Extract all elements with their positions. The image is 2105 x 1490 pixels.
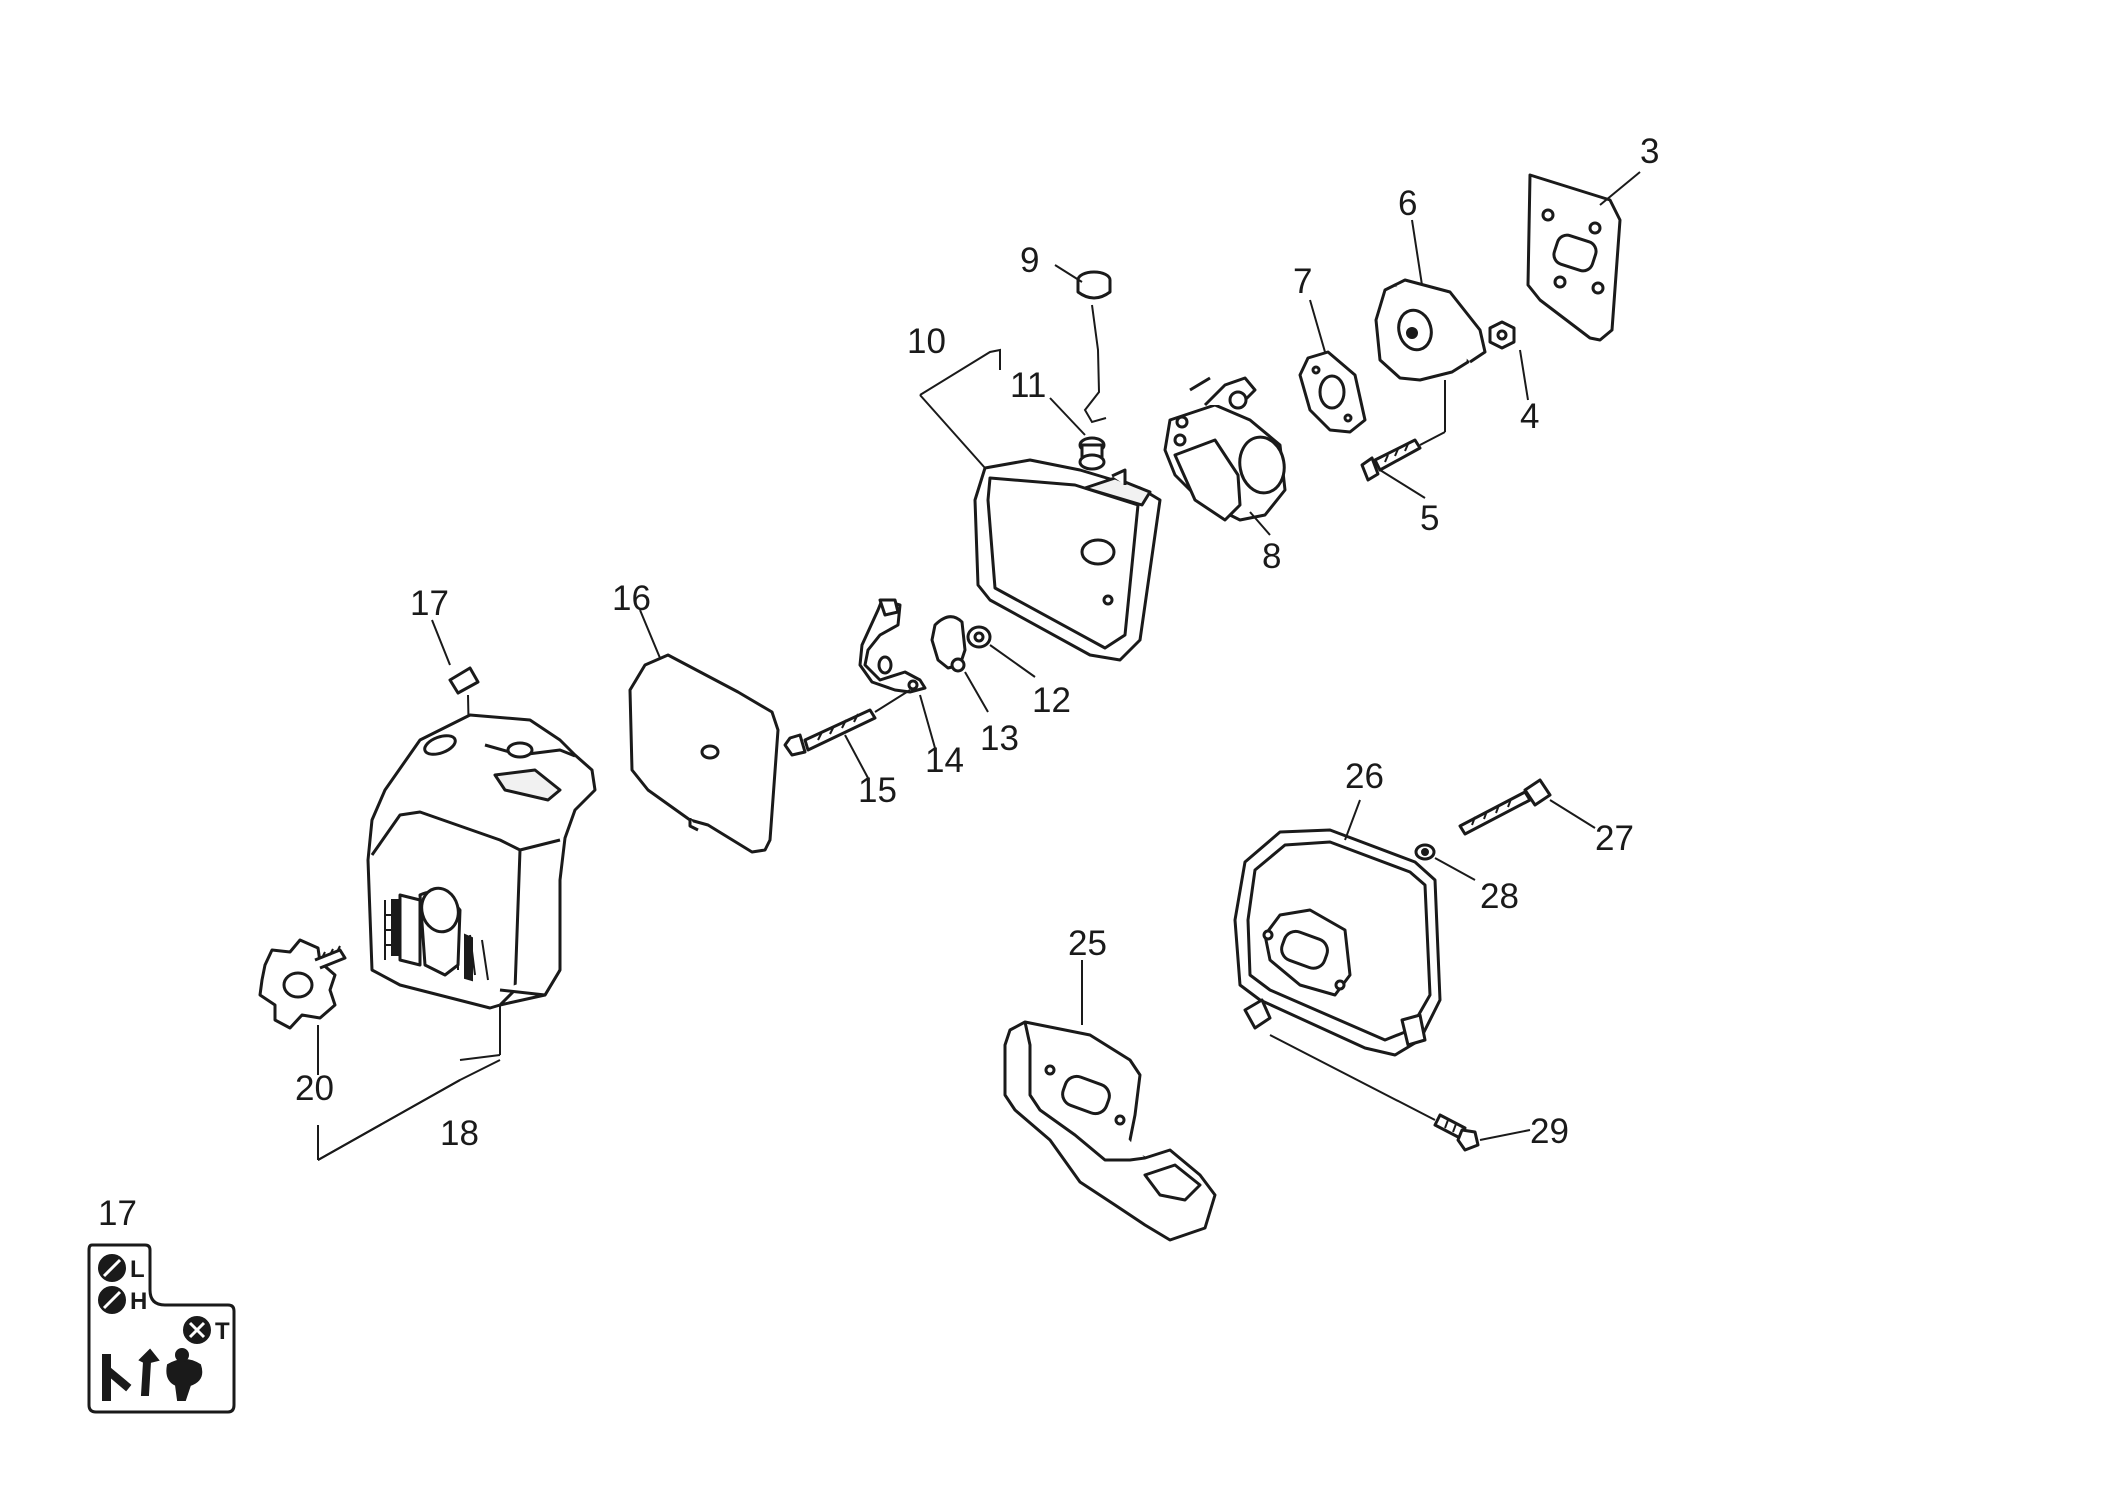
part-25-heat-shield	[1003, 960, 1217, 1242]
part-4-nut	[1488, 320, 1529, 401]
part-15-bolt	[783, 689, 911, 779]
label-20: 20	[295, 1069, 334, 1108]
part-5-bolt	[1360, 380, 1446, 499]
label-8: 8	[1262, 537, 1281, 576]
part-6-insulator	[1374, 219, 1487, 382]
label-17: 17	[410, 584, 449, 623]
part-12-washer	[966, 625, 1036, 678]
label-25: 25	[1068, 924, 1107, 963]
part-10-air-cleaner-case	[919, 348, 1162, 662]
part-8-carburetor	[1163, 376, 1287, 536]
label-28: 28	[1480, 877, 1519, 916]
label-27: 27	[1595, 819, 1634, 858]
label-4: 4	[1520, 397, 1539, 436]
part-16-air-filter	[628, 609, 780, 854]
label-3: 3	[1640, 132, 1659, 171]
part-13-choke-plate	[930, 615, 989, 713]
part-27-bolt	[1458, 778, 1596, 836]
part-29-bolt	[1269, 1034, 1531, 1152]
callout-labels: 3 4 5 6 7 8 9 10 11 12 13 14 15 16 17 18…	[98, 132, 1659, 1345]
decal-letter-l: L	[130, 1256, 145, 1283]
part-11-grommet	[1049, 397, 1106, 471]
decal-letter-h: H	[130, 1288, 147, 1315]
label-26: 26	[1345, 757, 1384, 796]
part-14-bracket	[858, 598, 936, 749]
label-12: 12	[1032, 681, 1071, 720]
decal-letter-t: T	[215, 1318, 230, 1345]
label-11: 11	[1010, 366, 1046, 405]
part-7-gasket	[1298, 299, 1367, 434]
label-6: 6	[1398, 184, 1417, 223]
label-inset-17: 17	[98, 1194, 137, 1233]
label-14: 14	[925, 741, 964, 780]
decal-17-inset	[87, 1243, 236, 1414]
part-18-air-cleaner-cover	[317, 713, 597, 1161]
part-28-washer	[1414, 843, 1476, 881]
part-3-gasket	[1526, 171, 1641, 342]
label-16: 16	[612, 579, 651, 618]
part-26-muffler	[1233, 799, 1442, 1057]
label-9: 9	[1020, 241, 1039, 280]
label-13: 13	[980, 719, 1019, 758]
label-10: 10	[907, 322, 946, 361]
part-9-choke-rod	[1054, 264, 1112, 424]
part-20-knob	[258, 938, 501, 1161]
label-18: 18	[440, 1114, 479, 1153]
label-7: 7	[1293, 262, 1312, 301]
label-29: 29	[1530, 1112, 1569, 1151]
label-15: 15	[858, 771, 897, 810]
choke-throttle-pictogram-icon	[102, 1348, 203, 1401]
label-5: 5	[1420, 499, 1439, 538]
